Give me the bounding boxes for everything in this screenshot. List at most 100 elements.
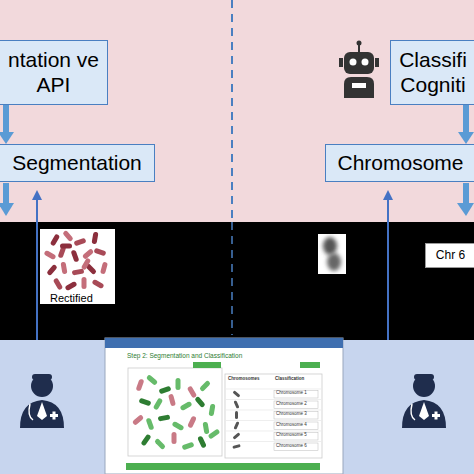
image-panel <box>128 368 222 456</box>
box-label: Chr 6 <box>436 249 465 263</box>
chromosome <box>197 436 207 449</box>
ui-text: Chromosome 1 <box>276 391 307 396</box>
blurred-chromosome <box>327 253 341 271</box>
chromosome <box>168 394 176 407</box>
screenshot-frame <box>105 338 343 474</box>
up-arrow <box>387 198 389 340</box>
row-divider <box>226 420 321 421</box>
chromosome <box>60 244 72 249</box>
chromosome <box>158 414 171 421</box>
chromosome-spread <box>132 374 221 450</box>
chromosome-thumb <box>233 421 239 430</box>
ui-button <box>193 362 221 368</box>
ui-button <box>126 463 320 470</box>
chromosome <box>82 277 87 289</box>
box-label: Segmentation <box>12 151 142 175</box>
chromosome <box>60 262 67 275</box>
chromosome <box>172 421 185 431</box>
app-screenshot <box>105 338 343 474</box>
doctor-body <box>20 400 64 428</box>
chromosome-thumb <box>233 400 239 409</box>
doctor-icon <box>20 374 64 428</box>
chromosome <box>74 238 87 247</box>
dropdown-box <box>274 391 318 399</box>
black-band <box>0 222 474 340</box>
chromosome-thumb <box>232 432 240 439</box>
robot-ear <box>375 58 379 67</box>
robot-eye <box>350 59 357 66</box>
doctor-collar <box>419 402 429 420</box>
chromosome <box>208 429 221 440</box>
divider-line <box>231 222 233 335</box>
row-divider <box>226 431 321 432</box>
image-panel <box>40 229 115 304</box>
down-arrow <box>463 183 469 205</box>
ui-text: Chromosomes <box>228 377 260 382</box>
stethoscope <box>411 404 415 420</box>
doctor-icon <box>402 374 446 428</box>
ui-text: Chromosome 6 <box>276 444 307 449</box>
arrow-head <box>0 203 14 216</box>
arrow-head <box>383 190 393 200</box>
row-divider <box>226 441 321 442</box>
dropdown-box <box>274 433 318 441</box>
ui-text: Step 2: Segmentation and Classification <box>127 352 242 359</box>
ui-text: Chromosome 5 <box>276 433 307 438</box>
chromosome <box>72 268 85 275</box>
arrow-head <box>458 132 474 144</box>
ui-text: Classification <box>275 377 304 382</box>
chromosome <box>187 416 197 429</box>
image-caption: Rectified <box>50 292 93 304</box>
up-arrow <box>36 198 38 340</box>
chromosome <box>187 386 197 399</box>
chromosome-thumb <box>232 390 240 397</box>
chromosome <box>141 434 152 447</box>
chromosome <box>194 396 206 408</box>
doctor-hair <box>414 374 434 380</box>
robot-icon <box>339 41 379 99</box>
box-label: Classifi Cogniti <box>395 48 471 96</box>
flow-arrow <box>458 105 474 144</box>
dropdown-box <box>274 401 318 409</box>
chromosome <box>199 380 211 392</box>
doctor-collar <box>37 402 47 420</box>
image-panel <box>318 234 346 274</box>
ui-button <box>300 362 320 368</box>
doctor-cross <box>435 412 438 420</box>
robot-antenna <box>357 41 362 46</box>
arrow-head <box>0 132 14 144</box>
row-divider <box>226 410 321 411</box>
ui-text: Chromosome 2 <box>276 402 307 407</box>
chromosome <box>146 374 158 386</box>
ui-text: Chromosome 4 <box>276 423 307 428</box>
process-box: Segmentation <box>0 144 155 182</box>
doctor-hair <box>32 374 52 380</box>
chromosome <box>71 250 80 263</box>
box-label: ntation ve API <box>4 48 103 96</box>
process-box: Classifi Cogniti <box>390 40 474 105</box>
chromosome <box>139 398 152 407</box>
arrow-head <box>32 190 42 200</box>
chromosome <box>159 386 172 395</box>
chromosome <box>153 398 163 411</box>
robot-head <box>344 52 374 74</box>
ui-text: Chromosome 3 <box>276 412 307 417</box>
robot-body <box>344 77 374 98</box>
chromosome <box>53 278 63 291</box>
chromosome <box>146 418 155 431</box>
chromosome <box>202 422 209 435</box>
down-arrow <box>3 183 9 205</box>
robot-panel <box>352 83 366 88</box>
screenshot-navbar <box>105 338 343 348</box>
list-rows <box>226 389 321 451</box>
arrow-shaft <box>463 105 469 132</box>
chromosome <box>91 232 98 245</box>
chromosome <box>62 230 74 242</box>
chromosome <box>182 442 195 451</box>
chromosome-spread <box>44 230 108 291</box>
row-divider <box>226 389 321 390</box>
chromosome-thumb <box>235 411 238 419</box>
robot-eye <box>362 59 369 66</box>
